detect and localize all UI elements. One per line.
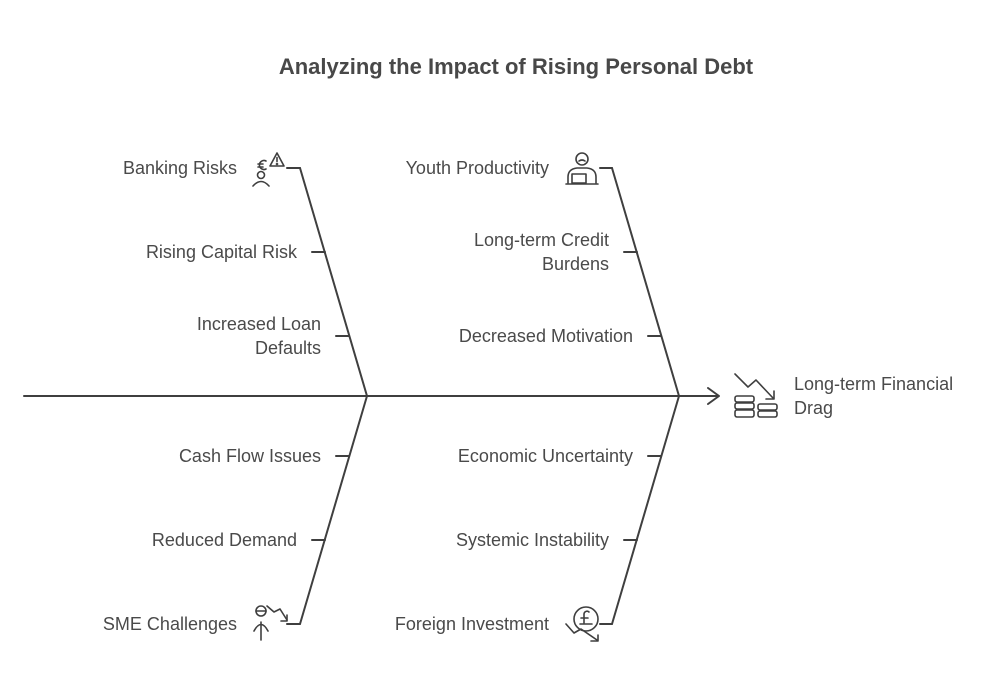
worker-laptop-icon [565, 152, 599, 185]
cause-label: Decreased Motivation [459, 326, 633, 346]
bone-upper-right [611, 167, 680, 397]
effect-label: Long-term Financial [794, 374, 953, 394]
business-decline-icon [253, 605, 288, 641]
cause-label: Increased Loan [197, 314, 321, 334]
declining-coins-icon [734, 373, 778, 418]
bone-lower-right [611, 395, 680, 625]
cause-label: Reduced Demand [152, 530, 297, 550]
cause-label: Economic Uncertainty [458, 446, 633, 466]
cause-label: Defaults [255, 338, 321, 358]
cause-label: Burdens [542, 254, 609, 274]
effect-label: Drag [794, 398, 833, 418]
category-label-banking-risks: Banking Risks [123, 158, 237, 178]
category-label-foreign-investment: Foreign Investment [395, 614, 549, 634]
cause-label: Long-term Credit [474, 230, 609, 250]
bone-lower-left [299, 395, 368, 625]
cause-label: Cash Flow Issues [179, 446, 321, 466]
category-label-sme-challenges: SME Challenges [103, 614, 237, 634]
cause-label: Systemic Instability [456, 530, 609, 550]
category-label-youth-productivity: Youth Productivity [406, 158, 549, 178]
cause-label: Rising Capital Risk [146, 242, 298, 262]
banking-risk-icon [252, 152, 285, 187]
bone-upper-left [299, 167, 368, 397]
spine-arrowhead [707, 387, 720, 405]
page-title: Analyzing the Impact of Rising Personal … [279, 54, 754, 79]
pound-decline-icon [565, 606, 599, 642]
